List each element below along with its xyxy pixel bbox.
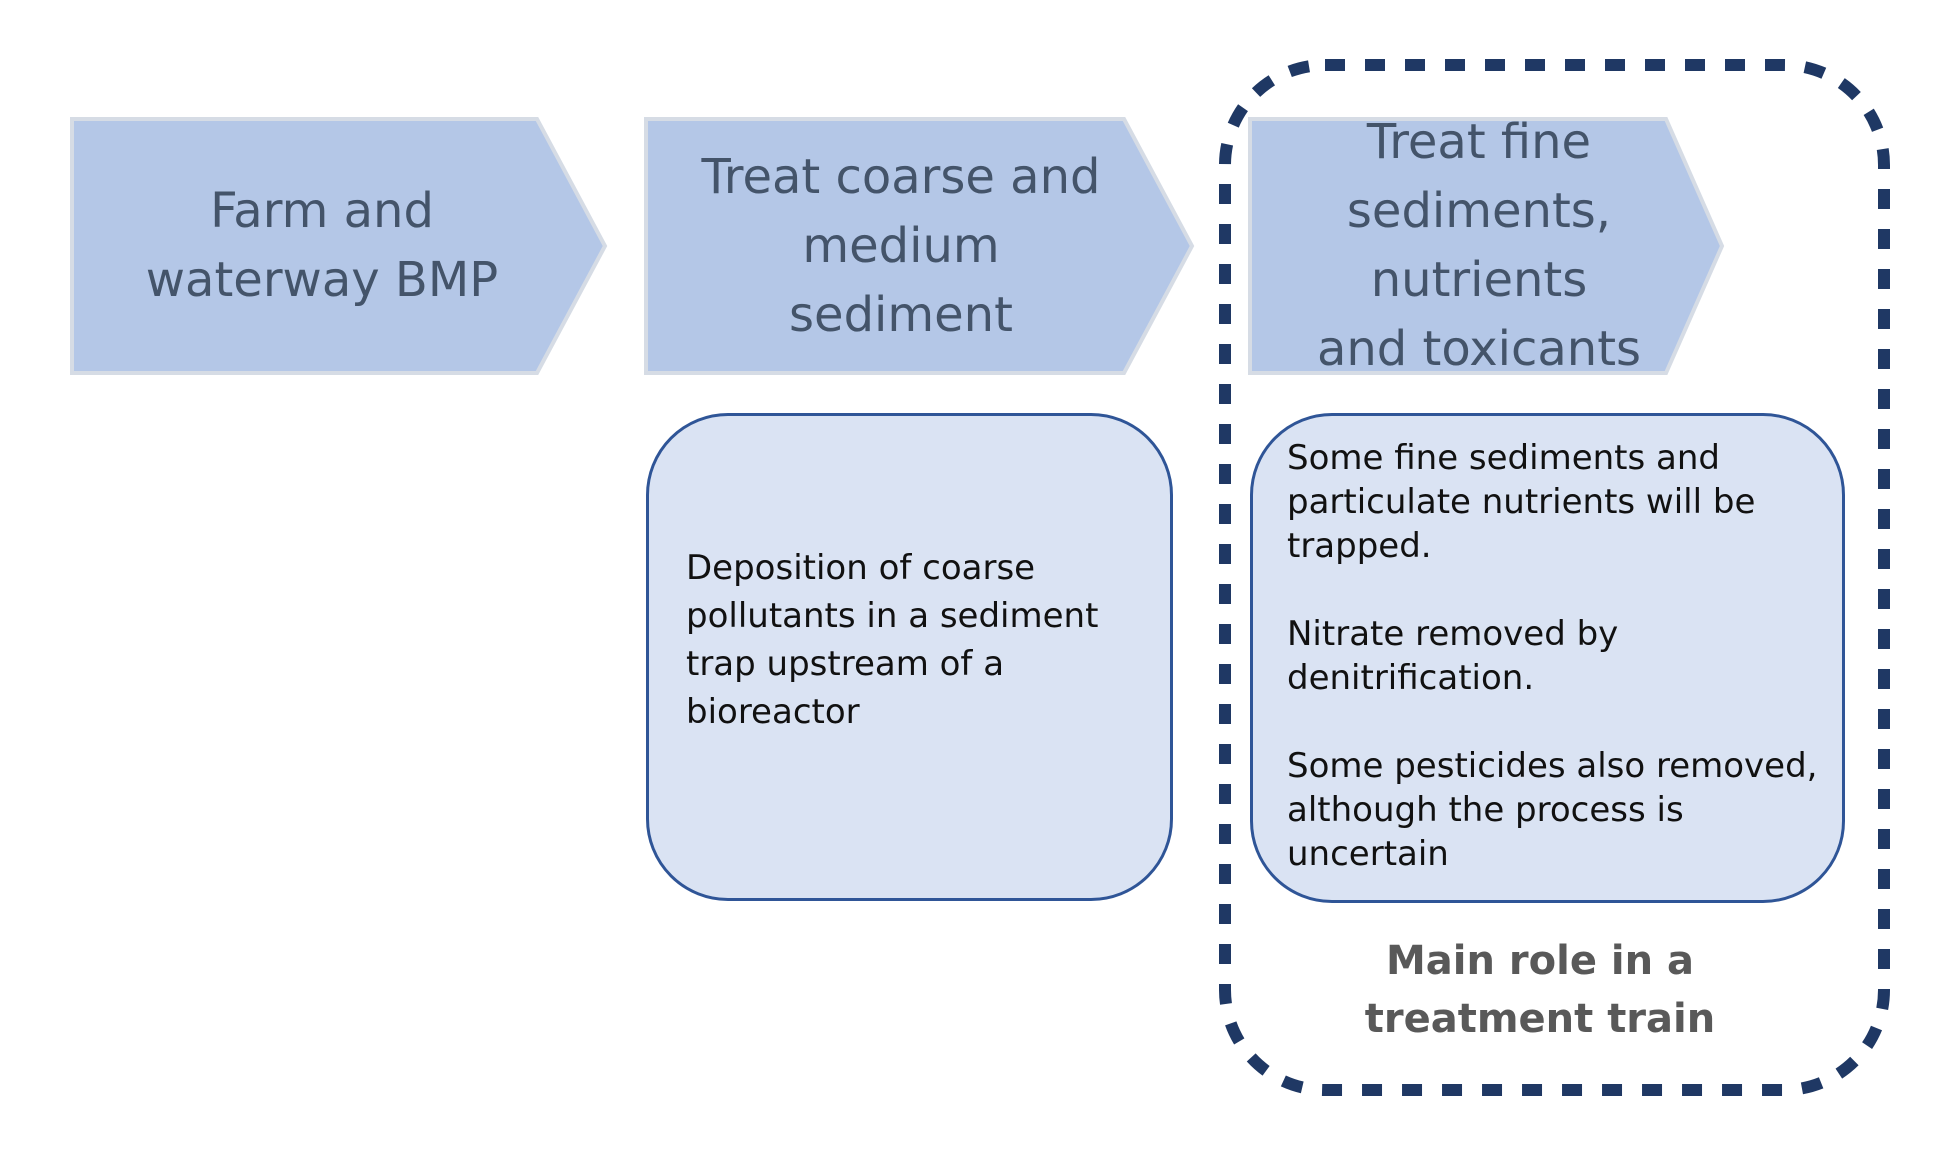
stage-3-label: Treat fine sediments, nutrients and toxi…	[1316, 114, 1642, 377]
stage-2-chevron	[644, 117, 1195, 375]
stage-2-label: Treat coarse and medium sediment	[701, 148, 1101, 343]
stage-3-chevron	[1248, 117, 1725, 375]
stage-3-description-box: Some fine sediments and particulate nutr…	[1250, 413, 1845, 903]
stage-3-description: Some fine sediments and particulate nutr…	[1287, 438, 1818, 874]
stage-2-description-box: Deposition of coarse pollutants in a sed…	[646, 413, 1173, 901]
highlight-caption: Main role in a treatment train	[1364, 938, 1716, 1042]
stage-1-chevron	[70, 117, 608, 375]
stage-1-label: Farm and waterway BMP	[145, 183, 499, 308]
stage-2-description: Deposition of coarse pollutants in a sed…	[686, 548, 1099, 732]
